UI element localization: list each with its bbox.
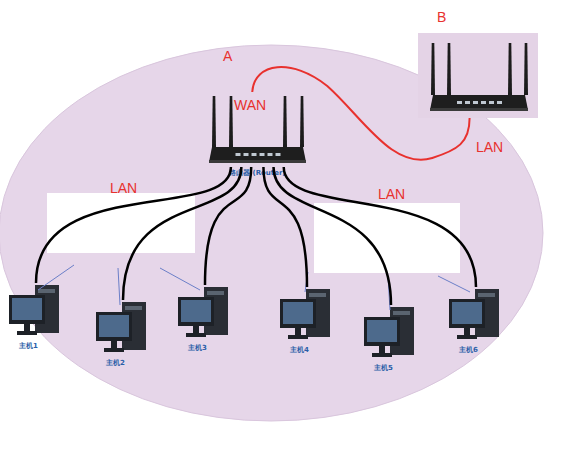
router-antenna xyxy=(524,43,528,95)
router-port xyxy=(252,153,257,156)
router-antenna xyxy=(447,43,451,95)
host-drive xyxy=(38,289,55,293)
host-computer: 主机3 xyxy=(174,285,236,357)
node-text: 主机1 xyxy=(19,341,38,351)
white-panel xyxy=(314,203,460,273)
host-base xyxy=(17,331,37,335)
router-base xyxy=(430,108,528,111)
network-cable xyxy=(205,167,251,285)
router-base xyxy=(209,160,306,163)
host-screen xyxy=(99,315,129,337)
node-text: 主机3 xyxy=(188,343,207,353)
router-antenna xyxy=(212,96,216,147)
host-computer: 主机1 xyxy=(5,283,67,355)
host-drive xyxy=(125,306,142,310)
host-computer: 主机4 xyxy=(276,287,338,359)
node-text: B xyxy=(437,9,446,25)
host-icon xyxy=(445,287,507,342)
node-text: 主机4 xyxy=(290,345,309,355)
router-port xyxy=(276,153,281,156)
router-port xyxy=(268,153,273,156)
router-port xyxy=(465,101,470,104)
network-cable xyxy=(252,67,469,160)
host-monitor xyxy=(96,312,132,341)
router-antenna xyxy=(300,96,304,147)
host-monitor xyxy=(9,295,45,324)
router-port xyxy=(457,101,462,104)
router-icon xyxy=(418,33,538,118)
area-ellipse-shape xyxy=(0,45,543,421)
port-label: LAN xyxy=(476,139,503,155)
host-drive xyxy=(393,311,410,315)
host-icon xyxy=(92,300,154,355)
router-antenna xyxy=(283,96,287,147)
host-computer: 主机5 xyxy=(360,305,422,377)
router-body xyxy=(209,147,306,162)
node-text: 主机5 xyxy=(374,363,393,373)
host-stand xyxy=(295,328,301,335)
router-port xyxy=(260,153,265,156)
node-text: 主机6 xyxy=(459,345,478,355)
host-icon xyxy=(360,305,422,360)
port-label: WAN xyxy=(234,97,266,113)
router-port xyxy=(244,153,249,156)
host-screen xyxy=(181,300,211,322)
host-screen xyxy=(12,298,42,320)
network-cable xyxy=(36,167,231,283)
host-stand xyxy=(464,328,470,335)
node-text: A xyxy=(223,48,232,64)
host-monitor xyxy=(178,297,214,326)
host-drive xyxy=(309,293,326,297)
router-port xyxy=(481,101,486,104)
network-cable xyxy=(263,167,307,287)
port-label: LAN xyxy=(378,186,405,202)
router-antenna xyxy=(431,43,435,95)
host-computer: 主机6 xyxy=(445,287,507,359)
router-port xyxy=(489,101,494,104)
network-cable xyxy=(274,167,391,305)
host-base xyxy=(186,333,206,337)
host-icon xyxy=(5,283,67,338)
host-screen xyxy=(452,302,482,324)
host-drive xyxy=(478,293,495,297)
node-text: 主机2 xyxy=(106,358,125,368)
host-monitor xyxy=(280,299,316,328)
thin-wire xyxy=(438,276,470,292)
host-base xyxy=(104,348,124,352)
host-icon xyxy=(276,287,338,342)
host-stand xyxy=(24,324,30,331)
router-port xyxy=(497,101,502,104)
host-computer: 主机2 xyxy=(92,300,154,372)
router-box: B xyxy=(418,33,538,118)
host-base xyxy=(372,353,392,357)
thin-wire xyxy=(160,268,200,290)
thin-wire xyxy=(38,265,74,290)
network-cable xyxy=(284,167,476,287)
router-body xyxy=(430,95,528,110)
host-base xyxy=(288,335,308,339)
router-antenna xyxy=(229,96,233,147)
host-monitor xyxy=(364,317,400,346)
host-drive xyxy=(207,291,224,295)
host-stand xyxy=(111,341,117,348)
host-stand xyxy=(379,346,385,353)
host-base xyxy=(457,335,477,339)
thin-wire xyxy=(118,268,120,305)
thin-wires xyxy=(38,265,470,310)
port-label: LAN xyxy=(110,180,137,196)
host-screen xyxy=(283,302,313,324)
host-screen xyxy=(367,320,397,342)
host-monitor xyxy=(449,299,485,328)
router-port xyxy=(473,101,478,104)
router-antenna xyxy=(508,43,512,95)
node-text: 路由器 (Router) xyxy=(229,168,286,178)
router-port xyxy=(236,153,241,156)
host-icon xyxy=(174,285,236,340)
network-cable xyxy=(123,167,241,300)
white-panel xyxy=(47,193,195,253)
host-stand xyxy=(193,326,199,333)
